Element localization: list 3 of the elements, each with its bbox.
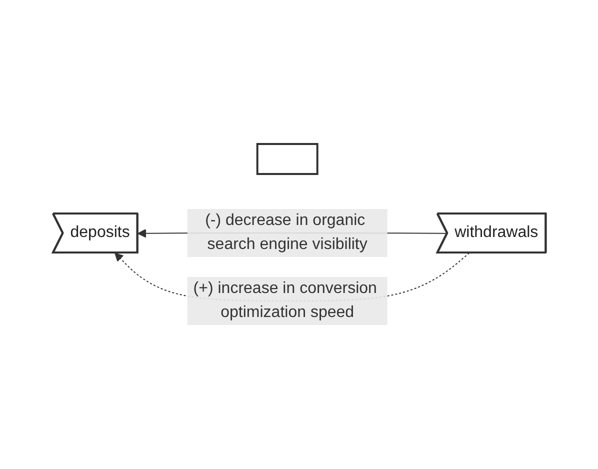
node-box [256,143,318,175]
edge-label: (+) increase in conversion optimization speed [192,280,377,321]
edge-label: (-) decrease in organic search engine visibility [204,212,368,253]
